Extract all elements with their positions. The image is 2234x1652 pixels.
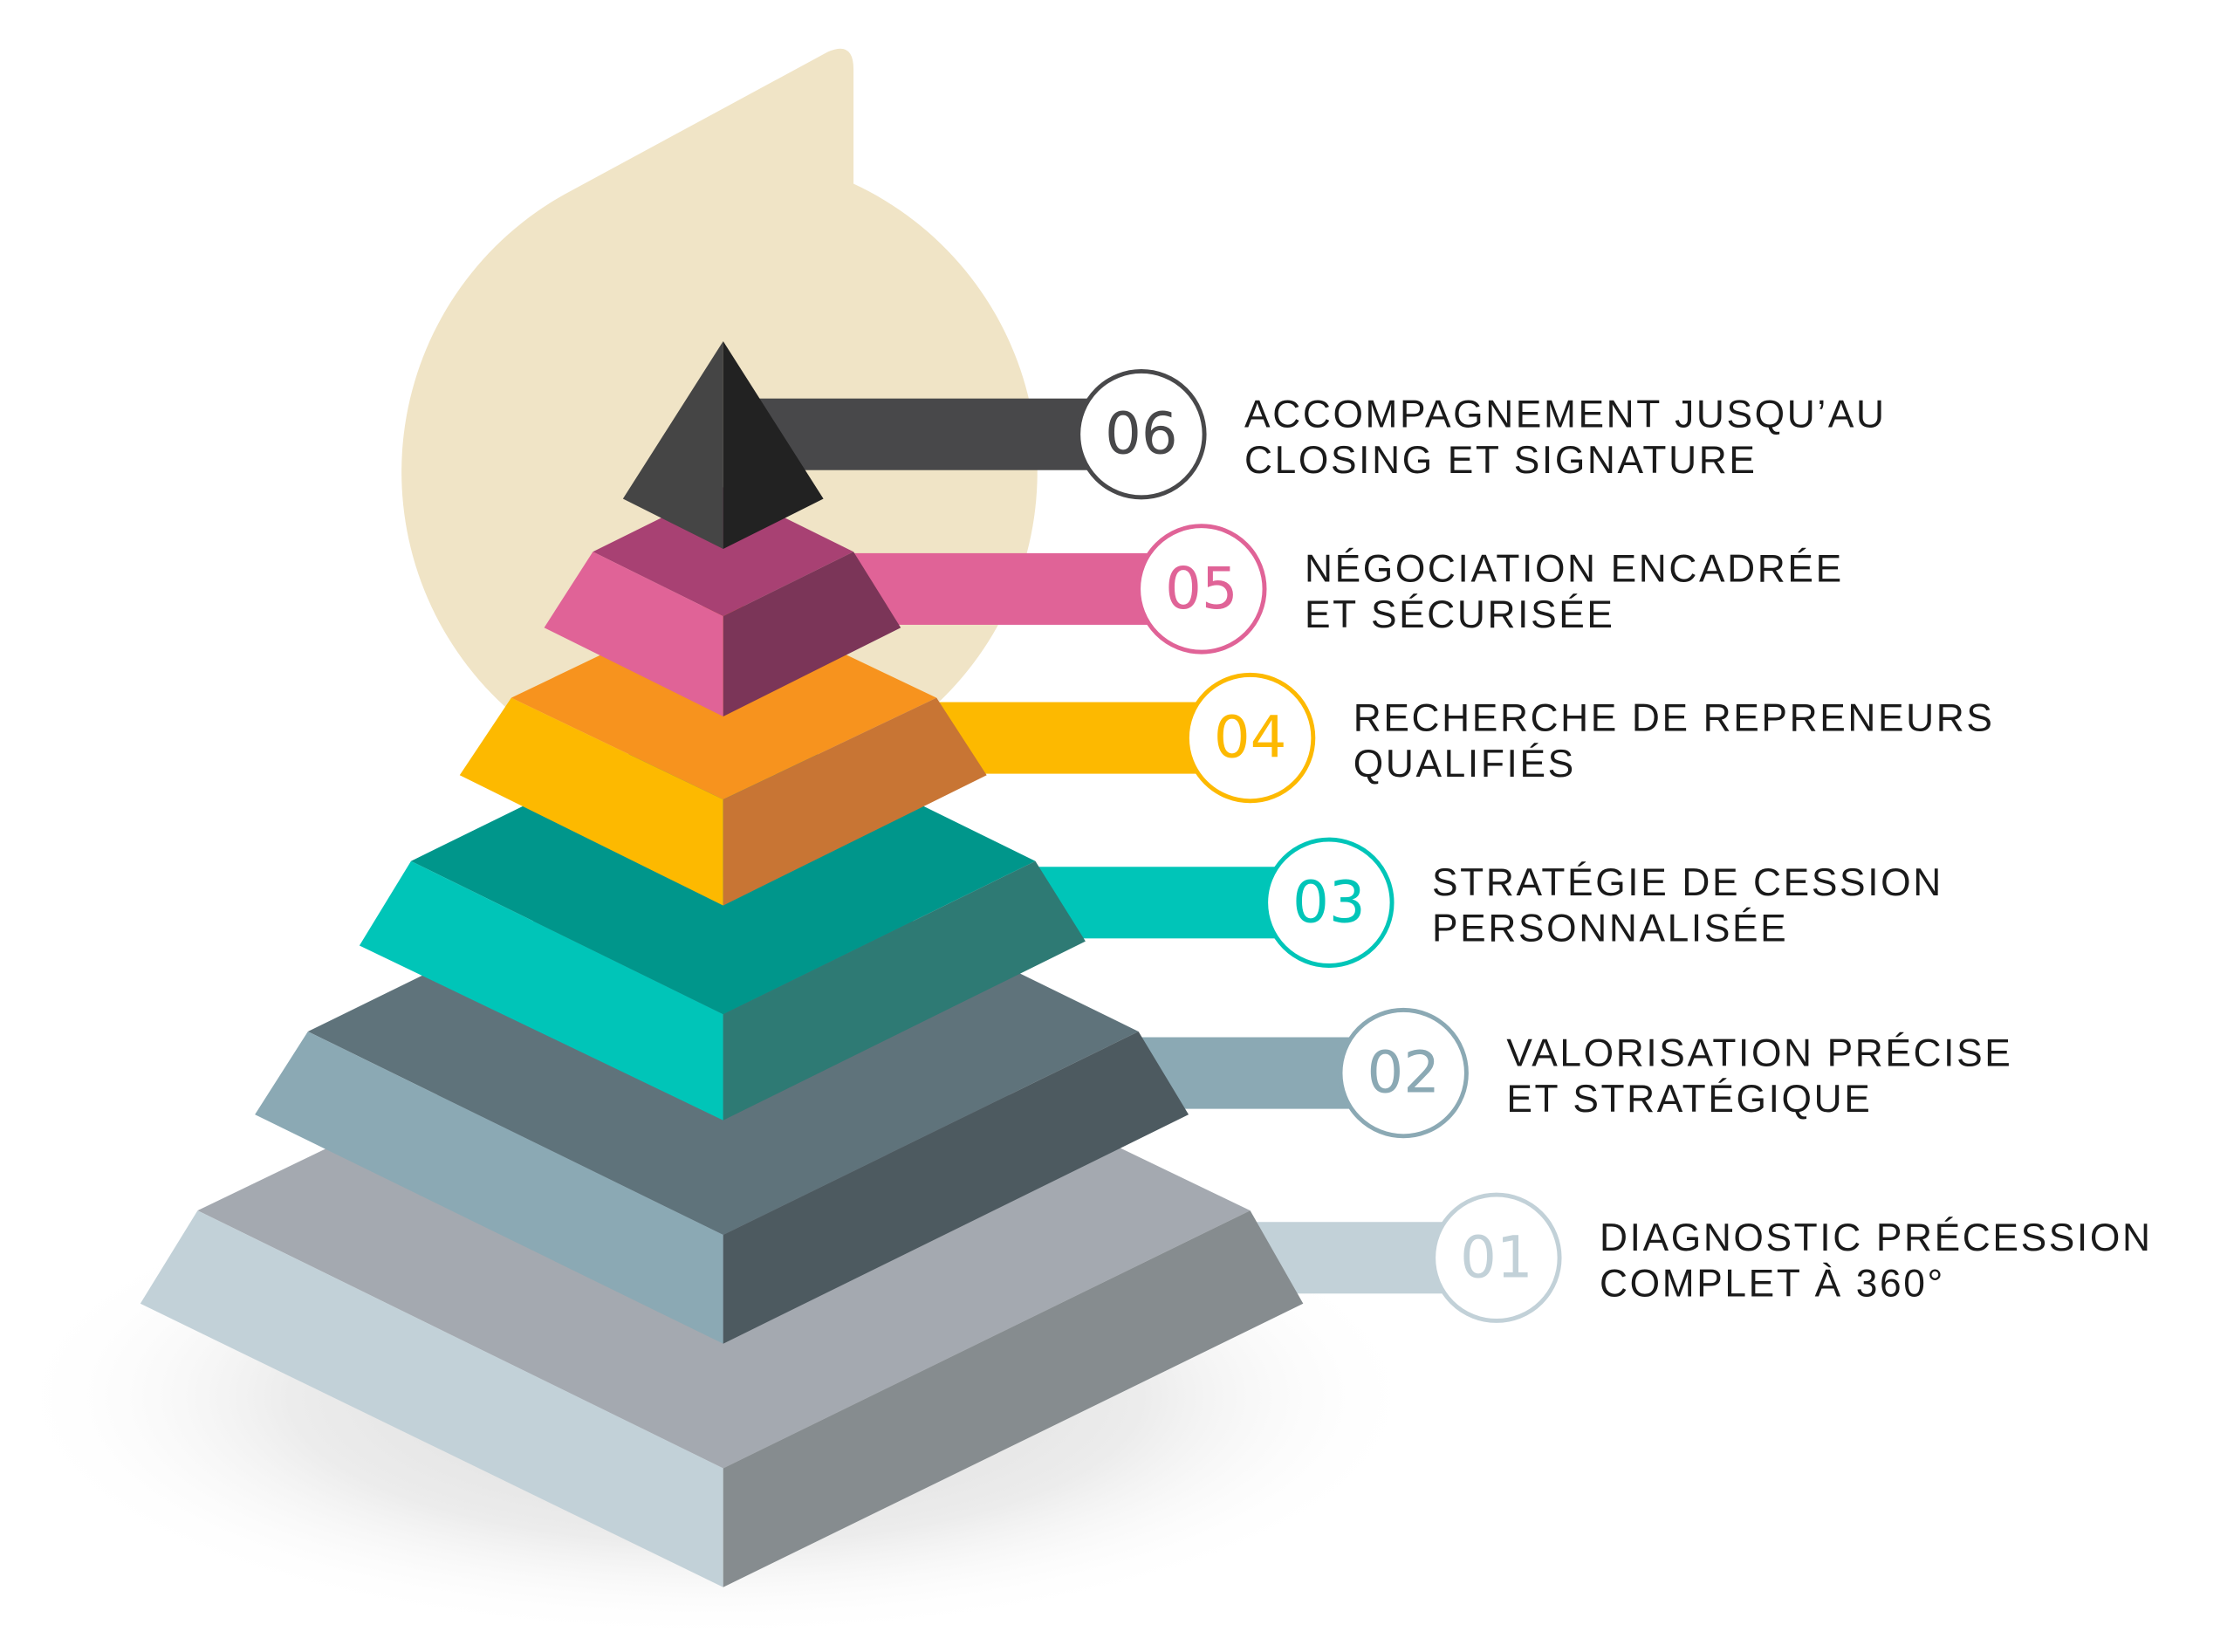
layer-top-face <box>593 487 854 617</box>
layer-left-face <box>140 1210 723 1587</box>
layer-left-face <box>459 697 723 906</box>
pyramid-layer-05 <box>544 487 901 716</box>
step-label-line: ET SÉCURISÉE <box>1305 593 1615 636</box>
layer-left-face <box>359 860 723 1121</box>
step-number: 03 <box>1292 869 1366 936</box>
layer-right-face <box>723 552 901 716</box>
layer-right-face <box>723 1031 1189 1344</box>
step-label-line: DIAGNOSTIC PRÉCESSION <box>1600 1217 2153 1259</box>
step-number: 05 <box>1165 556 1238 622</box>
step-label-line: QUALIFIÉS <box>1353 743 1576 785</box>
step-number-circle <box>1184 672 1316 804</box>
step-label-line: NÉGOCIATION ENCADRÉE <box>1305 548 1844 591</box>
step-number-circle <box>1338 1007 1469 1139</box>
step-number: 02 <box>1367 1040 1440 1107</box>
step-label-line: PERSONNALISÉE <box>1432 908 1788 950</box>
apex-right-face <box>723 341 824 549</box>
step-label-line: ET STRATÉGIQUE <box>1506 1078 1872 1121</box>
apex-left-face <box>622 341 723 549</box>
step-number: 01 <box>1460 1224 1533 1291</box>
step-number-circle <box>1076 369 1207 500</box>
step-number-circle <box>1431 1192 1562 1323</box>
step-label-line: VALORISATION PRÉCISE <box>1506 1032 2012 1074</box>
layer-right-face <box>723 860 1086 1121</box>
step-number-circle <box>1136 524 1267 655</box>
layer-right-face <box>723 697 987 906</box>
step-label-line: CLOSING ET SIGNATURE <box>1244 439 1757 482</box>
step-label-line: STRATÉGIE DE CESSION <box>1432 861 1943 904</box>
layer-left-face <box>544 552 723 716</box>
step-label-line: ACCOMPAGNEMENT JUSQU’AU <box>1244 393 1887 435</box>
step-number: 06 <box>1105 401 1178 468</box>
layer-left-face <box>255 1031 723 1344</box>
step-number: 04 <box>1214 705 1287 771</box>
step-label-line: COMPLET À 360° <box>1600 1263 1945 1306</box>
step-label-line: RECHERCHE DE REPRENEURS <box>1353 696 1995 739</box>
step-number-circle <box>1264 837 1395 968</box>
layer-right-face <box>723 1210 1304 1587</box>
pyramid-apex-06 <box>622 341 824 549</box>
